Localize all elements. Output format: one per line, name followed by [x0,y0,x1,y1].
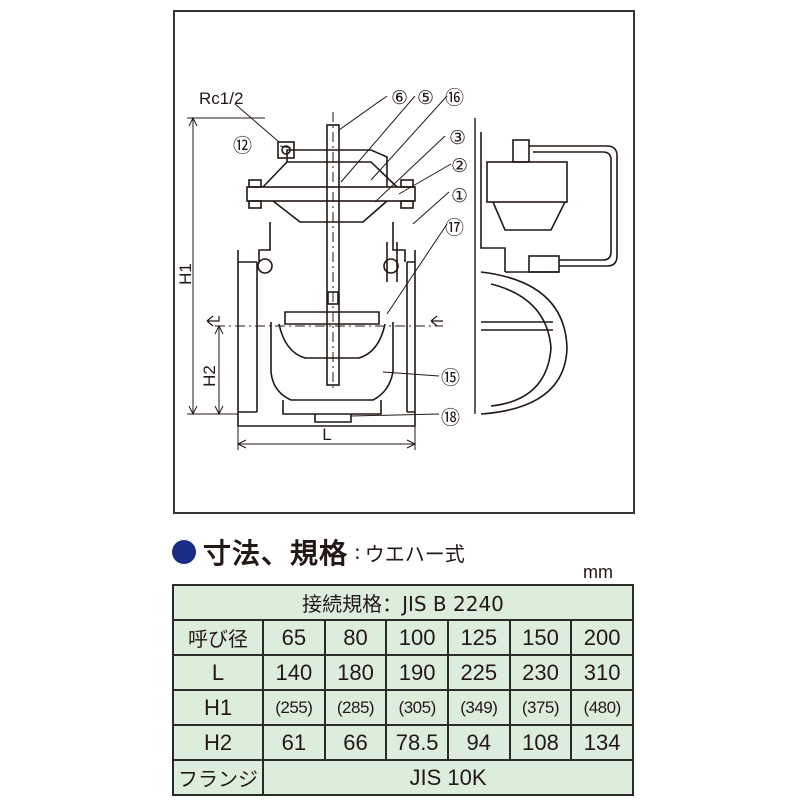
diaphragm-chamber [272,200,388,223]
h1-label: H1 [176,263,195,285]
h2-label: H2 [200,365,219,387]
l-label: L [322,425,331,444]
table-cell: (349) [446,689,511,726]
table-cell: 65 [262,619,326,656]
part-3: ③ [449,128,466,149]
nominal-size-label: 呼び径 [172,619,264,656]
table-row: L 140 180 190 225 230 310 [172,654,634,691]
valve-cross-section-diagram: Rc1/2 H1 H2 L ⑥ ⑤ ⑯ ⑫ ③ ② ① ⑰ ⑮ ⑱ [176,87,618,450]
table-row: H1 (255) (285) (305) (349) (375) (480) [172,689,634,726]
part-6: ⑥ [391,88,408,109]
unit-label: mm [583,562,613,582]
connection-standard: 接続規格：JIS B 2240 [172,584,634,621]
part-12: ⑫ [233,135,252,157]
flange-value: JIS 10K [262,759,634,796]
table-cell: 125 [446,619,511,656]
pilot-fitting [277,141,295,159]
side-bonnet [486,161,568,203]
part-1: ① [451,186,468,207]
table-cell: 225 [446,654,511,691]
table-row: H2 61 66 78.5 94 108 134 [172,724,634,761]
table-cell: 66 [323,724,388,761]
side-body-arc [480,271,568,415]
valve-drawing: Rc1/2 H1 H2 L ⑥ ⑤ ⑯ ⑫ ③ ② ① ⑰ ⑮ ⑱ [173,10,635,514]
flange-row: フランジ JIS 10K [172,759,634,796]
valve-body [237,250,416,427]
part-17: ⑰ [445,217,464,239]
table-cell: 230 [508,654,573,691]
valve-stem [326,124,340,386]
table-cell: 180 [323,654,388,691]
spec-subtitle: ウエハー式 [364,541,465,566]
spec-heading: 寸法、規格 : ウエハー式 [172,532,465,572]
spec-table: 接続規格：JIS B 2240 呼び径 65 80 100 125 150 20… [172,584,634,796]
flange-label: フランジ [172,759,264,796]
rc-label: Rc1/2 [199,89,243,108]
part-2: ② [451,156,468,177]
table-cell: 150 [508,619,573,656]
table-cell: (375) [508,689,573,726]
row-label: L [172,654,264,691]
part-16: ⑯ [445,87,464,109]
table-cell: 61 [262,724,326,761]
bonnet-flange [246,186,416,202]
table-cell: (255) [262,689,326,726]
side-body [480,132,506,272]
valve-disc [284,311,380,325]
row-label: H2 [172,724,264,761]
spec-separator: : [354,540,361,564]
table-cell: (285) [323,689,388,726]
table-cell: 78.5 [385,724,449,761]
connection-row: 接続規格：JIS B 2240 [172,584,634,621]
table-cell: 108 [508,724,573,761]
table-cell: 80 [323,619,388,656]
table-cell: 310 [570,654,634,691]
table-cell: 100 [385,619,449,656]
table-cell: 94 [446,724,511,761]
table-cell: (305) [385,689,449,726]
part-5: ⑤ [417,88,434,109]
table-cell: 140 [262,654,326,691]
table-cell: 190 [385,654,449,691]
bullet-icon [172,540,196,564]
bonnet-cover [262,161,398,188]
table-cell: 134 [570,724,634,761]
row-label: H1 [172,689,264,726]
part-15: ⑮ [441,367,460,389]
table-cell: (480) [570,689,634,726]
spec-title: 寸法、規格 [203,537,349,570]
part-18: ⑱ [441,407,460,429]
table-cell: 200 [570,619,634,656]
table-header-row: 呼び径 65 80 100 125 150 200 [172,619,634,656]
